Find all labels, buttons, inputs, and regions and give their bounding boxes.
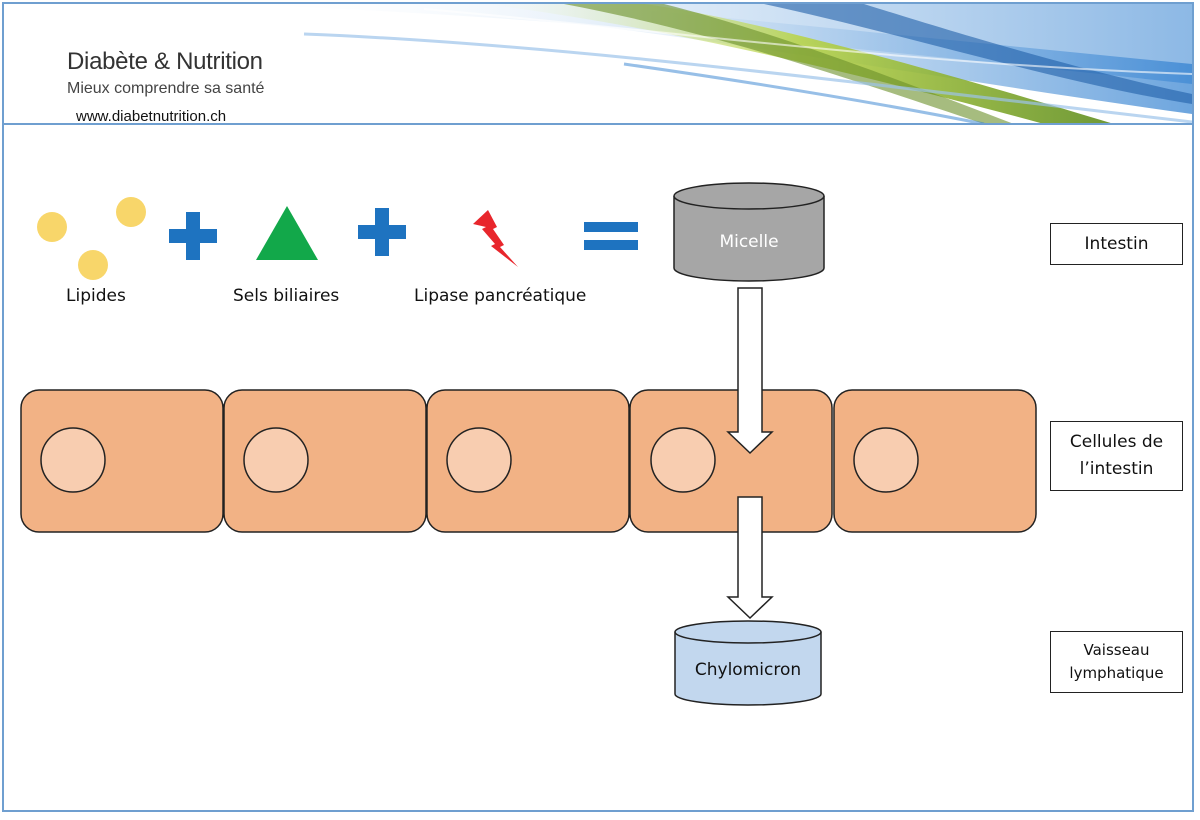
lipase-lightning-icon	[473, 210, 518, 267]
plus-icon	[169, 212, 217, 260]
micelle-cylinder	[673, 182, 825, 282]
vaisseau-label-line2: lymphatique	[1069, 664, 1164, 682]
nucleus	[40, 427, 106, 493]
nucleus	[853, 427, 919, 493]
chylomicron-cylinder	[674, 620, 822, 706]
sels-biliaires-triangle-icon	[256, 206, 318, 260]
down-arrow-icon	[726, 496, 774, 620]
vaisseau-label-line1: Vaisseau	[1083, 641, 1150, 659]
brand-title: Diabète & Nutrition	[67, 48, 263, 75]
cellules-intestin-box: Cellules de l’intestin	[1050, 421, 1183, 491]
cell	[833, 389, 1037, 533]
cell	[629, 389, 833, 533]
sels-biliaires-label: Sels biliaires	[233, 286, 340, 306]
lipase-label: Lipase pancréatique	[414, 286, 587, 306]
cell	[426, 389, 630, 533]
cellules-label-line1: Cellules de	[1069, 432, 1164, 452]
cell	[223, 389, 427, 533]
chylomicron-label: Chylomicron	[694, 660, 802, 680]
header-divider	[4, 123, 1192, 125]
header-banner: Diabète & Nutrition Mieux comprendre sa …	[4, 4, 1192, 124]
intestin-label: Intestin	[1084, 234, 1149, 254]
nucleus	[446, 427, 512, 493]
down-arrow-icon	[726, 287, 774, 455]
brand-subtitle: Mieux comprendre sa santé	[67, 80, 265, 97]
lipides-icon	[37, 197, 146, 280]
brand-url[interactable]: www.diabetnutrition.ch	[76, 108, 227, 124]
nucleus	[243, 427, 309, 493]
micelle-label: Micelle	[719, 232, 779, 252]
plus-icon	[358, 208, 406, 256]
cellules-label-line2: l’intestin	[1079, 459, 1154, 479]
equals-icon	[584, 222, 638, 250]
header-swoosh-graphic	[4, 4, 1192, 124]
intestinal-cells	[20, 389, 1037, 533]
vaisseau-lymphatique-box: Vaisseau lymphatique	[1050, 631, 1183, 693]
lipides-label: Lipides	[66, 286, 126, 306]
nucleus	[650, 427, 716, 493]
intestin-box: Intestin	[1050, 223, 1183, 265]
cell	[20, 389, 224, 533]
